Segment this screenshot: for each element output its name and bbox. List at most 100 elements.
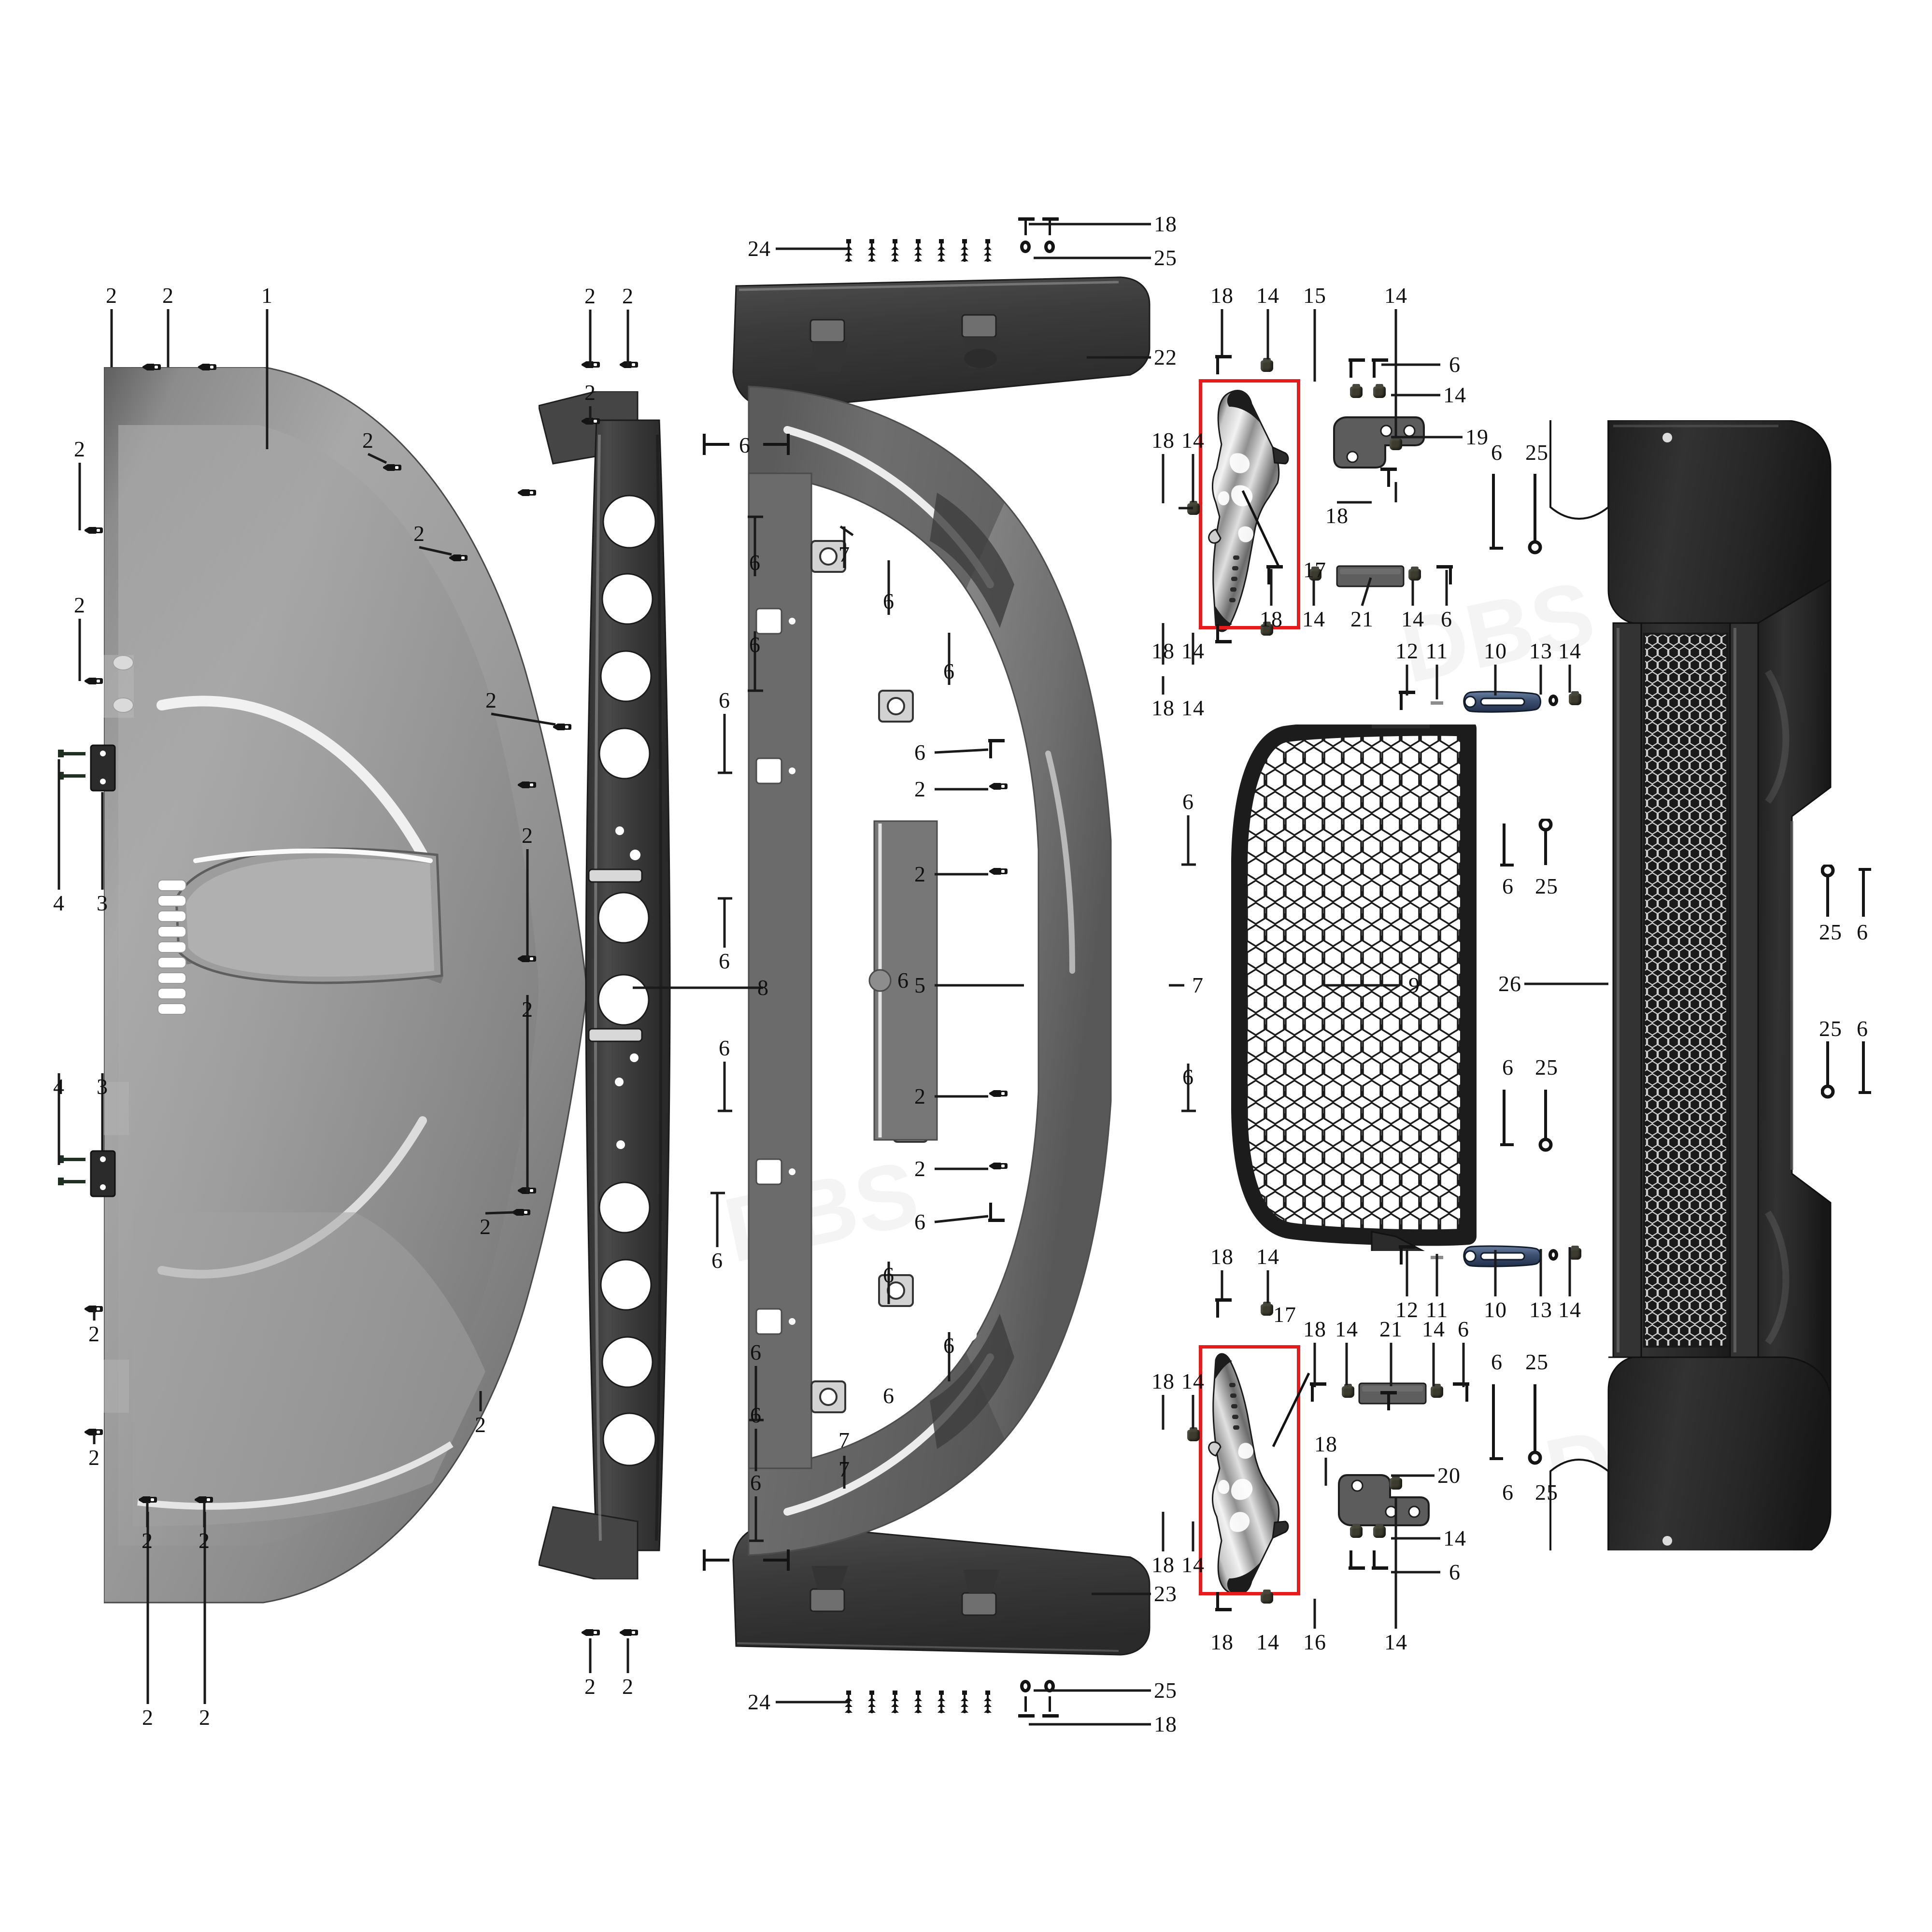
callout-17[interactable]: 17	[1273, 1302, 1296, 1327]
callout-2[interactable]: 2	[88, 1321, 100, 1346]
callout-6[interactable]: 6	[711, 1248, 723, 1273]
part-2-clip[interactable]	[518, 954, 537, 964]
part-25-washer-ring[interactable]	[1044, 241, 1055, 253]
part-14-push-rivet[interactable]	[1187, 1427, 1200, 1441]
part-14-push-rivet[interactable]	[1350, 384, 1363, 398]
callout-14[interactable]: 14	[1302, 607, 1325, 631]
callout-5[interactable]: 5	[914, 973, 926, 997]
callout-2[interactable]: 2	[199, 1705, 211, 1730]
part-2-clip[interactable]	[989, 1089, 1009, 1098]
part-4-hinge-bolt-a[interactable]	[57, 749, 87, 762]
part-24-push-pin[interactable]	[844, 1690, 853, 1718]
callout-2[interactable]: 2	[584, 380, 596, 405]
callout-6[interactable]: 6	[1182, 1065, 1194, 1089]
callout-6[interactable]: 6	[943, 1333, 955, 1358]
part-2-clip[interactable]	[518, 1186, 537, 1195]
part-14-push-rivet[interactable]	[1390, 1476, 1402, 1490]
part-24-push-pin[interactable]	[983, 239, 992, 266]
part-4-hinge-bolt-d[interactable]	[57, 1177, 87, 1190]
callout-10[interactable]: 10	[1484, 1297, 1507, 1322]
callout-14[interactable]: 14	[1181, 639, 1205, 663]
part-2-clip[interactable]	[989, 1161, 1009, 1171]
callout-24[interactable]: 24	[748, 1690, 771, 1714]
part-5-front-fascia-panel[interactable]	[667, 357, 1188, 1584]
part-2-clip[interactable]	[582, 360, 601, 369]
callout-6[interactable]: 6	[1491, 440, 1503, 465]
part-14-push-rivet[interactable]	[1569, 1246, 1581, 1260]
part-17-headlamp-assembly-lower[interactable]	[1205, 1348, 1292, 1599]
callout-6[interactable]: 6	[1491, 1350, 1503, 1374]
callout-14[interactable]: 14	[1181, 428, 1205, 453]
callout-14[interactable]: 14	[1256, 283, 1279, 308]
callout-6[interactable]: 6	[1458, 1317, 1469, 1341]
part-25-washer-ring[interactable]	[1020, 241, 1031, 253]
callout-6[interactable]: 6	[749, 550, 761, 575]
callout-6[interactable]: 6	[749, 632, 761, 657]
part-2-clip[interactable]	[85, 1304, 104, 1314]
part-9-honeycomb-grille-mesh[interactable]	[1227, 724, 1526, 1251]
callout-6[interactable]: 6	[1502, 874, 1514, 898]
callout-25[interactable]: 25	[1535, 874, 1558, 898]
callout-14[interactable]: 14	[1443, 1526, 1466, 1550]
callout-2[interactable]: 2	[74, 593, 85, 617]
part-2-clip[interactable]	[139, 1495, 158, 1505]
callout-25[interactable]: 25	[1525, 1350, 1548, 1374]
part-14-push-rivet[interactable]	[1309, 567, 1321, 581]
callout-18[interactable]: 18	[1151, 639, 1175, 663]
callout-2[interactable]: 2	[413, 521, 425, 546]
part-25-6-pair[interactable]	[1820, 863, 1879, 925]
callout-2[interactable]: 2	[480, 1214, 491, 1239]
callout-2[interactable]: 2	[162, 283, 174, 308]
part-18-screw[interactable]	[1215, 1298, 1232, 1318]
part-18-screw[interactable]	[1380, 1391, 1404, 1410]
callout-25[interactable]: 25	[1819, 1016, 1842, 1041]
part-14-push-rivet[interactable]	[1350, 1524, 1363, 1538]
part-24-push-pin[interactable]	[937, 239, 946, 266]
callout-1[interactable]: 1	[261, 283, 273, 308]
part-18-screw[interactable]	[1215, 1592, 1232, 1611]
part-8-vertical-support-bracket[interactable]	[539, 391, 698, 1579]
callout-18[interactable]: 18	[1151, 696, 1175, 720]
part-11-shim[interactable]	[1431, 701, 1443, 705]
callout-26[interactable]: 26	[1498, 971, 1521, 996]
callout-18[interactable]: 18	[1151, 1552, 1175, 1577]
callout-18[interactable]: 18	[1210, 1244, 1234, 1269]
callout-18[interactable]: 18	[1154, 1712, 1177, 1736]
callout-2[interactable]: 2	[475, 1412, 486, 1437]
part-11-shim[interactable]	[1431, 1256, 1443, 1259]
part-6-25-pair[interactable]	[1499, 1087, 1562, 1157]
callout-6[interactable]: 6	[1182, 789, 1194, 814]
callout-14[interactable]: 14	[1384, 1630, 1407, 1654]
callout-10[interactable]: 10	[1484, 639, 1507, 663]
callout-14[interactable]: 14	[1384, 283, 1407, 308]
callout-14[interactable]: 14	[1256, 1244, 1279, 1269]
callout-18[interactable]: 18	[1154, 212, 1177, 236]
part-2-clip[interactable]	[518, 488, 537, 497]
part-2-clip[interactable]	[518, 780, 537, 790]
callout-6[interactable]: 6	[719, 688, 730, 712]
callout-11[interactable]: 11	[1425, 639, 1449, 663]
callout-2[interactable]: 2	[88, 1445, 100, 1470]
part-25-6-pair[interactable]	[1820, 1038, 1879, 1104]
part-6-bolt[interactable]	[1349, 1550, 1365, 1570]
callout-2[interactable]: 2	[584, 284, 596, 308]
callout-8[interactable]: 8	[757, 975, 769, 1000]
callout-14[interactable]: 14	[1558, 639, 1581, 663]
callout-14[interactable]: 14	[1181, 696, 1205, 720]
callout-6[interactable]: 6	[719, 949, 730, 973]
callout-11[interactable]: 11	[1425, 1297, 1449, 1322]
part-6-bolt[interactable]	[1349, 358, 1365, 378]
callout-2[interactable]: 2	[622, 1674, 634, 1699]
part-2-clip[interactable]	[582, 1628, 601, 1637]
callout-2[interactable]: 2	[142, 1528, 153, 1553]
callout-18[interactable]: 18	[1210, 1630, 1234, 1654]
part-2-clip[interactable]	[582, 416, 601, 426]
part-2-clip[interactable]	[553, 722, 572, 732]
callout-7[interactable]: 7	[838, 542, 850, 567]
callout-6[interactable]: 6	[1449, 352, 1461, 377]
callout-6[interactable]: 6	[750, 1403, 762, 1427]
part-21-spacer-block-upper[interactable]	[1336, 564, 1405, 588]
callout-12[interactable]: 12	[1395, 639, 1419, 663]
part-14-push-rivet[interactable]	[1373, 1524, 1386, 1538]
callout-13[interactable]: 13	[1529, 639, 1552, 663]
